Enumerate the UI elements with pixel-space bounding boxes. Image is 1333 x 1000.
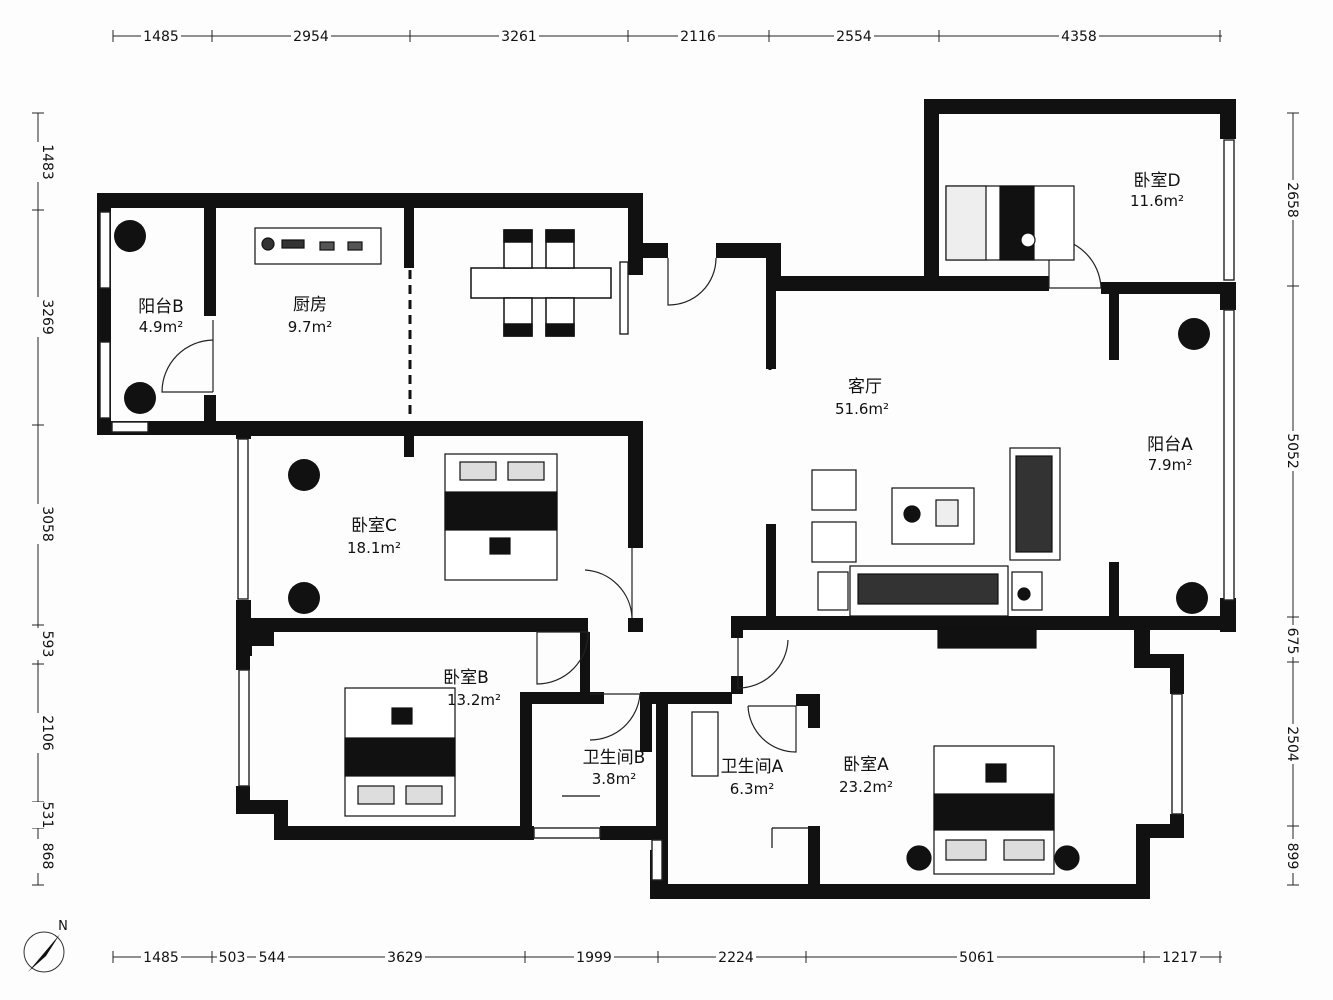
room-labels: 客厅 51.6m² 卧室D 11.6m² 阳台A 7.9m² 阳台B 4.9m²… [138,171,1193,798]
compass: N [23,919,68,973]
dim-right-5: 899 [1284,843,1300,870]
doors [161,237,1102,753]
bed-a [906,745,1080,875]
room-area-bedroom-a: 23.2m² [839,778,893,796]
dim-bottom-2: 503 [219,950,246,966]
room-area-bath-b: 3.8m² [592,770,636,788]
dim-top-2: 2954 [293,29,329,45]
dim-left-2: 3269 [39,299,55,335]
dim-top-5: 2554 [836,29,872,45]
dim-right-2: 5052 [1284,433,1300,469]
bath-fixtures [562,711,808,848]
room-name-bedroom-b: 卧室B [443,668,489,688]
dim-bottom-7: 5061 [959,950,995,966]
room-area-balcony-b: 4.9m² [139,318,183,336]
dim-bottom-4: 3629 [387,950,423,966]
room-area-balcony-a: 7.9m² [1148,456,1192,474]
dim-left-3: 3058 [39,506,55,542]
dimension-lines [32,30,1299,963]
room-name-living: 客厅 [848,377,882,397]
dim-top-6: 4358 [1061,29,1097,45]
dim-left-6: 531 [39,802,55,829]
room-area-living: 51.6m² [835,400,889,418]
dim-right-4: 2504 [1284,726,1300,762]
dashed-openings [408,270,774,610]
dim-bottom-6: 2224 [718,950,754,966]
room-area-bedroom-c: 18.1m² [347,539,401,557]
room-area-bath-a: 6.3m² [730,780,774,798]
room-name-bedroom-c: 卧室C [351,516,397,536]
dim-bottom-3: 544 [259,950,286,966]
dimension-labels: 1485 2954 3261 2116 2554 4358 1485 503 5… [29,27,1302,966]
bed-c [444,453,558,581]
dim-top-4: 2116 [680,29,716,45]
room-area-kitchen: 9.7m² [288,318,332,336]
dim-left-1: 1483 [39,144,55,180]
room-name-balcony-b: 阳台B [138,297,184,317]
living-sofa-set [811,447,1061,649]
room-area-bedroom-d: 11.6m² [1130,192,1184,210]
bed-d [945,185,1075,261]
dining-set [470,229,612,337]
room-name-balcony-a: 阳台A [1147,435,1193,455]
room-area-bedroom-b: 13.2m² [447,691,501,709]
dim-top-1: 1485 [143,29,179,45]
dim-bottom-5: 1999 [576,950,612,966]
dim-right-3: 675 [1284,628,1300,655]
windows [99,139,1235,881]
room-name-kitchen: 厨房 [293,295,327,315]
compass-north-label: N [58,919,68,934]
room-name-bedroom-d: 卧室D [1133,171,1180,191]
dim-left-7: 868 [39,843,55,870]
dim-left-5: 2106 [39,715,55,751]
dim-bottom-8: 1217 [1162,950,1198,966]
dim-left-4: 593 [39,631,55,658]
dim-top-3: 3261 [501,29,537,45]
compass-arrow-icon [28,934,60,972]
room-name-bath-a: 卫生间A [721,757,784,777]
room-name-bath-b: 卫生间B [583,748,646,768]
bed-b [344,687,456,817]
plants [114,220,1210,614]
room-name-bedroom-a: 卧室A [843,755,889,775]
dim-right-1: 2658 [1284,182,1300,218]
kitchen-counter [254,227,382,265]
dim-bottom-1: 1485 [143,950,179,966]
